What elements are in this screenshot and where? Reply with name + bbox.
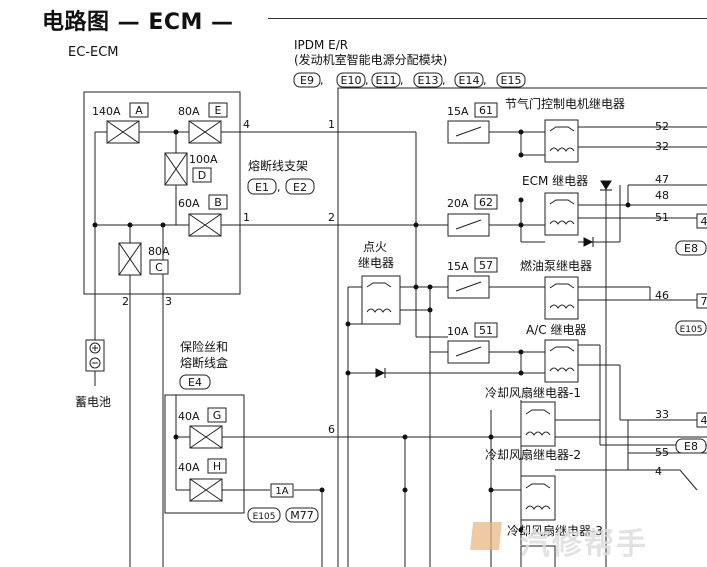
ipdm-conn-E14: E14 xyxy=(459,74,480,87)
link-C-rating: 80A xyxy=(148,245,170,258)
ipdm-conn-E15: E15 xyxy=(501,74,522,87)
ipdm-pin-51: 51 xyxy=(655,211,669,224)
ignition-relay-label-1: 点火 xyxy=(363,240,387,254)
relay-fuel-pump xyxy=(544,276,579,320)
partial-tag-4-upper: 4 xyxy=(701,215,707,228)
ipdm-conn-E10: E10 xyxy=(341,74,362,87)
relay-ecm xyxy=(544,192,579,236)
relay-cooling-fan-2 xyxy=(520,475,556,521)
svg-text:,: , xyxy=(277,181,281,194)
ipdm-pin-48: 48 xyxy=(655,189,669,202)
fl-terminal-4: 4 xyxy=(243,118,250,131)
ipdm-conn-E13: E13 xyxy=(418,74,439,87)
ignition-relay-label-2: 继电器 xyxy=(358,256,394,270)
fuse-block-label-1: 保险丝和 xyxy=(180,339,228,354)
svg-text:,: , xyxy=(442,74,446,87)
conn-tag-E105: E105 xyxy=(680,325,703,335)
relay-label-fan-1: 冷却风扇继电器-1 xyxy=(485,385,581,400)
svg-text:,: , xyxy=(365,74,369,87)
fuse-block-frame xyxy=(164,394,245,514)
link-E-id: E xyxy=(215,104,222,117)
fl-conn-E1: E1 xyxy=(255,181,269,194)
ipdm-pin-55: 55 xyxy=(655,446,669,459)
ipdm-frame xyxy=(337,87,707,567)
ipdm-pin-52: 52 xyxy=(655,120,669,133)
link-C-id: C xyxy=(155,261,163,274)
watermark-logo xyxy=(470,522,502,550)
partial-tag-7: 7 xyxy=(701,295,707,308)
ipdm-input-2: 2 xyxy=(328,211,335,224)
fusible-link-box-frame xyxy=(83,91,241,295)
fuse-block-conn-E4: E4 xyxy=(188,376,202,389)
ipdm-pin-32: 32 xyxy=(655,140,669,153)
ipdm-pin-47: 47 xyxy=(655,173,669,186)
title-rule xyxy=(268,18,707,19)
ipdm-fuse-62-rating: 20A xyxy=(447,197,469,210)
link-D-id: D xyxy=(198,169,206,182)
relay-label-fan-2: 冷却风扇继电器-2 xyxy=(485,447,581,462)
fl-terminal-1: 1 xyxy=(243,211,250,224)
svg-text:,: , xyxy=(320,74,324,87)
fuse-H-rating: 40A xyxy=(178,461,200,474)
link-A-id: A xyxy=(135,104,143,117)
ipdm-fuse-61-id: 61 xyxy=(479,104,493,117)
ipdm-name: IPDM E/R xyxy=(294,38,348,52)
ipdm-pin-46: 46 xyxy=(655,289,669,302)
conn-tag-E8-upper: E8 xyxy=(684,242,698,255)
fl-conn-E2: E2 xyxy=(293,181,307,194)
fuse-block-label-2: 熔断线盒 xyxy=(180,355,228,370)
relay-label-throttle: 节气门控制电机继电器 xyxy=(505,96,625,111)
ipdm-conn-E9: E9 xyxy=(300,74,314,87)
watermark: 汽修帮手 xyxy=(520,527,648,562)
ipdm-fuse-57-id: 57 xyxy=(479,259,493,272)
relay-cooling-fan-3 xyxy=(520,545,556,567)
fuse-block-wire-6: 6 xyxy=(328,423,335,436)
page-title: 电路图 — ECM — xyxy=(42,10,234,35)
link-B-id: B xyxy=(214,196,222,209)
conn-E105: E105 xyxy=(253,512,276,522)
fusible-link-box-label: 熔断线支架 xyxy=(248,158,308,173)
system-label: EC-ECM xyxy=(68,45,119,60)
fuse-H-id: H xyxy=(213,460,221,473)
ipdm-pin-33: 33 xyxy=(655,408,669,421)
partial-tag-4-lower: 4 xyxy=(701,414,707,427)
conn-M77: M77 xyxy=(290,509,314,522)
relay-label-ac: A/C 继电器 xyxy=(526,323,586,337)
ipdm-fuse-51-rating: 10A xyxy=(447,325,469,338)
fl-terminal-3: 3 xyxy=(165,295,172,308)
relay-cooling-fan-1 xyxy=(520,401,556,447)
ipdm-fuse-57-rating: 15A xyxy=(447,260,469,273)
relay-throttle-motor xyxy=(544,119,579,163)
svg-text:,: , xyxy=(483,74,487,87)
link-D-rating: 100A xyxy=(189,153,218,166)
ipdm-desc: (发动机室智能电源分配模块) xyxy=(294,52,447,67)
fuse-G-rating: 40A xyxy=(178,410,200,423)
ipdm-pin-4: 4 xyxy=(655,465,662,478)
link-E-rating: 80A xyxy=(178,105,200,118)
svg-text:,: , xyxy=(400,74,404,87)
conn-tag-E8-lower: E8 xyxy=(684,440,698,453)
ipdm-input-1: 1 xyxy=(328,118,335,131)
relay-label-ecm: ECM 继电器 xyxy=(522,174,588,188)
battery-label: 蓄电池 xyxy=(75,395,111,409)
relay-label-fan-3: 冷却风扇继电器-3 xyxy=(507,523,603,538)
ipdm-fuse-61-rating: 15A xyxy=(447,105,469,118)
ignition-relay-box xyxy=(361,275,401,325)
ipdm-fuse-51-id: 51 xyxy=(479,324,493,337)
link-B-rating: 60A xyxy=(178,197,200,210)
fuse-G-id: G xyxy=(213,409,222,422)
fuse-block-terminal: 1A xyxy=(275,486,288,497)
fl-terminal-2: 2 xyxy=(122,295,129,308)
ipdm-fuse-62-id: 62 xyxy=(479,196,493,209)
link-A-rating: 140A xyxy=(92,105,121,118)
relay-label-fuel-pump: 燃油泵继电器 xyxy=(520,258,592,273)
relay-ac xyxy=(544,339,579,383)
ipdm-conn-E11: E11 xyxy=(376,74,397,87)
